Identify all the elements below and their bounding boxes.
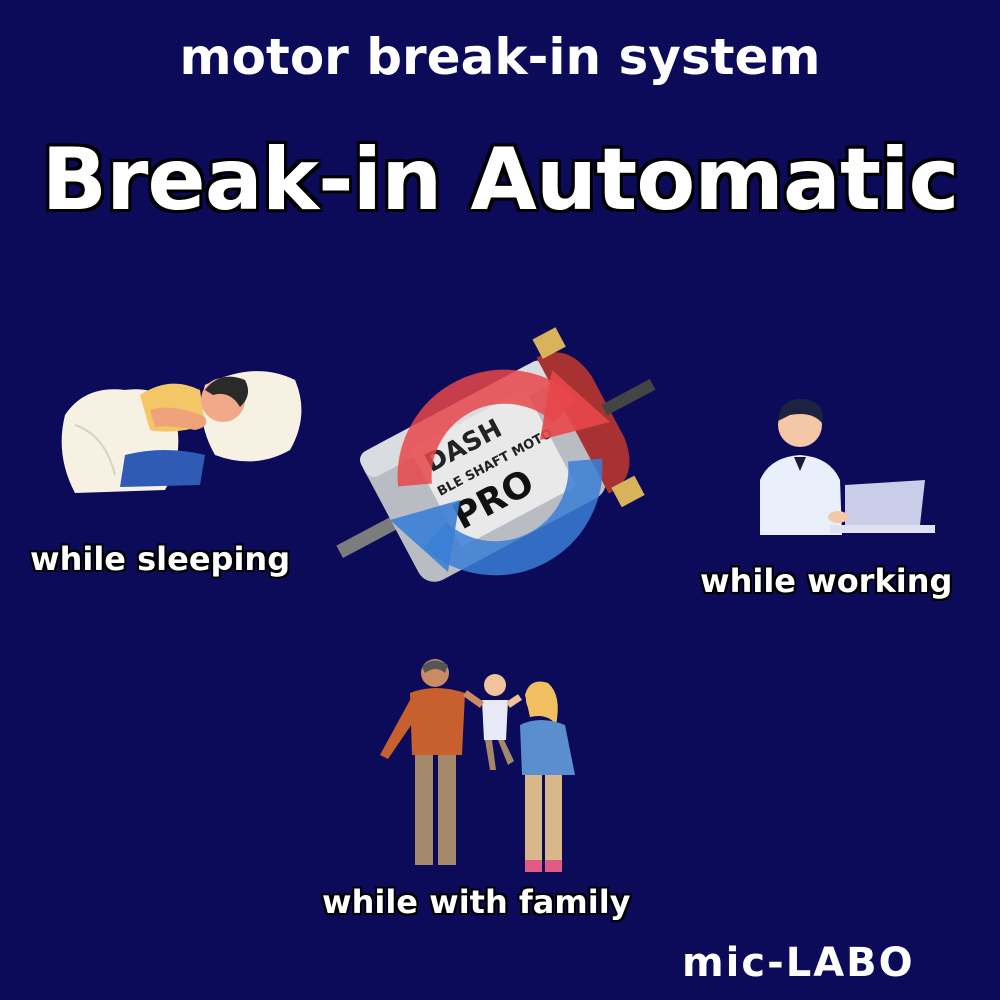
page-title: Break-in Automatic — [41, 130, 959, 230]
caption-sleeping: while sleeping — [30, 540, 291, 578]
motor-icon: DASH BLE SHAFT MOTO PRO — [336, 327, 656, 582]
sleeping-person-icon — [61, 371, 302, 493]
subtitle: motor break-in system — [179, 28, 821, 86]
worker-laptop-icon — [760, 398, 935, 535]
caption-family: while with family — [322, 883, 631, 921]
rotate-arrows-icon — [390, 369, 610, 576]
caption-working: while working — [700, 562, 953, 600]
brand-logo: mic-LABO — [682, 940, 915, 986]
family-icon — [380, 659, 575, 872]
